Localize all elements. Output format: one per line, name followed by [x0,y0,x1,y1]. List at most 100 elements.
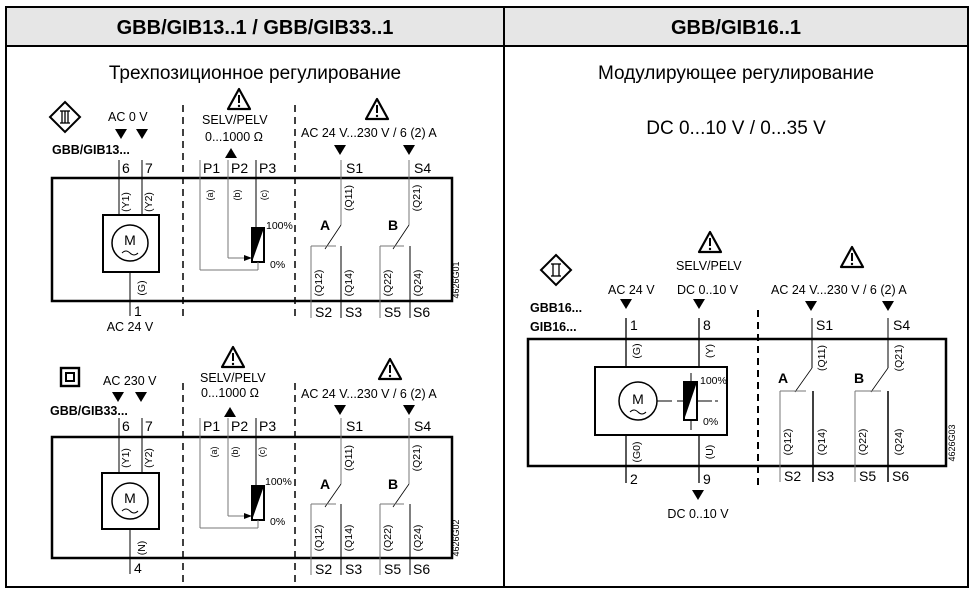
diagram-gbb-gib16: AC 24 V SELV/PELV DC 0..10 V GBB16... GI… [526,230,957,521]
switch-contact-icon [870,367,889,393]
supply-arrow-icon [136,129,148,139]
pin-label: P2 [231,418,248,434]
pin-label: S6 [413,561,430,577]
wire-label: (Q14) [343,270,355,297]
pot-max-label: 100% [700,375,727,387]
signal-arrow-icon [693,299,705,309]
pin-label: 1 [134,303,142,319]
pin-label: 6 [122,160,130,176]
warning-icon [364,97,390,121]
header-cell-left [7,8,503,45]
pin-label: P3 [259,160,276,176]
pin-label: S3 [345,561,362,577]
pin-label: 1 [630,317,638,333]
pin-label: 6 [122,418,130,434]
switch-label: B [388,217,398,233]
wire-label: (Q24) [412,270,424,297]
wire-label: (Q24) [412,525,424,552]
supply-arrow-icon [115,129,127,139]
wire-label: (U) [704,445,716,460]
pin-label: 4 [134,560,142,576]
pot-max-label: 100% [265,476,292,488]
wire-label: (Y1) [120,192,132,212]
device-housing [50,176,454,303]
motor-icon [111,224,149,262]
drawing-id: 4626G03 [947,424,957,461]
switch-contact-icon [324,483,342,508]
model-label: GBB16... [530,301,582,315]
wire-label: (Q21) [893,345,905,372]
feedback-label: DC 0..10 V [667,507,729,521]
device-housing [50,435,454,560]
wire-label: (Q14) [816,429,828,456]
supply-arrow-icon [620,299,632,309]
pin-label: 7 [145,160,153,176]
warning-icon [226,87,252,111]
pot-min-label: 0% [703,416,718,428]
pin-label: S6 [413,304,430,320]
switch-contact-icon [392,483,410,508]
pin-label: 8 [703,317,711,333]
protection-class-III-icon [539,253,573,287]
pin-label: S1 [816,317,833,333]
wire-label: (Y2) [143,192,155,212]
wire-label: (G) [631,343,643,358]
pin-label: S1 [346,418,363,434]
pin-label: S5 [384,304,401,320]
supply-label: AC 24 V [608,283,655,297]
switch-supply-label: AC 24 V...230 V / 6 (2) A [301,387,437,401]
pin-label: S2 [784,468,801,484]
pin-label: P2 [231,160,248,176]
diagram-gbb-gib13: AC 0 V GBB/GIB13... 6 7 (Y1) (Y2) M (G) … [48,87,461,334]
switch-contact-icon [392,224,410,250]
wire-label: (b) [230,446,240,457]
subtitle-three-position: Трехпозиционное регулирование [109,63,401,84]
wire-label: (Q12) [782,429,794,456]
selv-pelv-label: SELV/PELV [200,371,266,385]
supply-label: AC 0 V [108,110,148,124]
pot-arrow-icon [224,407,236,417]
wire-label: (G0) [631,442,643,463]
wire-label: (Y) [704,344,716,358]
feedback-arrow-icon [692,490,704,500]
switch-supply-label: AC 24 V...230 V / 6 (2) A [771,283,907,297]
pin-label: P1 [203,418,220,434]
motor-icon [111,482,149,520]
pin-label: 2 [630,471,638,487]
pin-label: 7 [145,418,153,434]
motor-symbol: M [124,490,136,506]
wire-label: (Q21) [411,445,423,472]
wire-label: (Q11) [343,445,355,471]
pot-min-label: 0% [270,259,285,271]
switch-arrow-icon [403,145,415,155]
drawing-id: 4626G02 [451,519,461,556]
pin-label: S2 [315,304,332,320]
wire-label: (a) [205,189,215,200]
switch-contact-icon [794,367,813,393]
signal-range-modulating: DC 0...10 V / 0...35 V [646,118,826,139]
wire-label: (Q11) [816,345,828,371]
motor-symbol: M [124,232,136,248]
pot-range-label: 0...1000 Ω [201,386,259,400]
selv-pelv-label: SELV/PELV [676,259,742,273]
pin-label: S3 [345,304,362,320]
wire-label: (Y1) [120,448,132,468]
pin-label: S5 [384,561,401,577]
pot-min-label: 0% [270,516,285,528]
column-header-right: GBB/GIB16..1 [671,17,801,39]
supply-label: AC 230 V [103,374,157,388]
model-label: GBB/GIB33... [50,404,128,418]
wire-label: (b) [232,189,242,200]
wire-label: (c) [257,447,267,458]
model-label: GBB/GIB13... [52,143,130,157]
switch-arrow-icon [403,405,415,415]
wire-label: (N) [136,541,148,556]
drawing-id: 4626G01 [451,261,461,298]
selv-pelv-label: SELV/PELV [202,113,268,127]
wire-label: (Q22) [382,270,394,297]
table-border [5,6,969,588]
switch-arrow-icon [334,405,346,415]
pin-label: S3 [817,468,834,484]
motor-box [102,214,160,273]
